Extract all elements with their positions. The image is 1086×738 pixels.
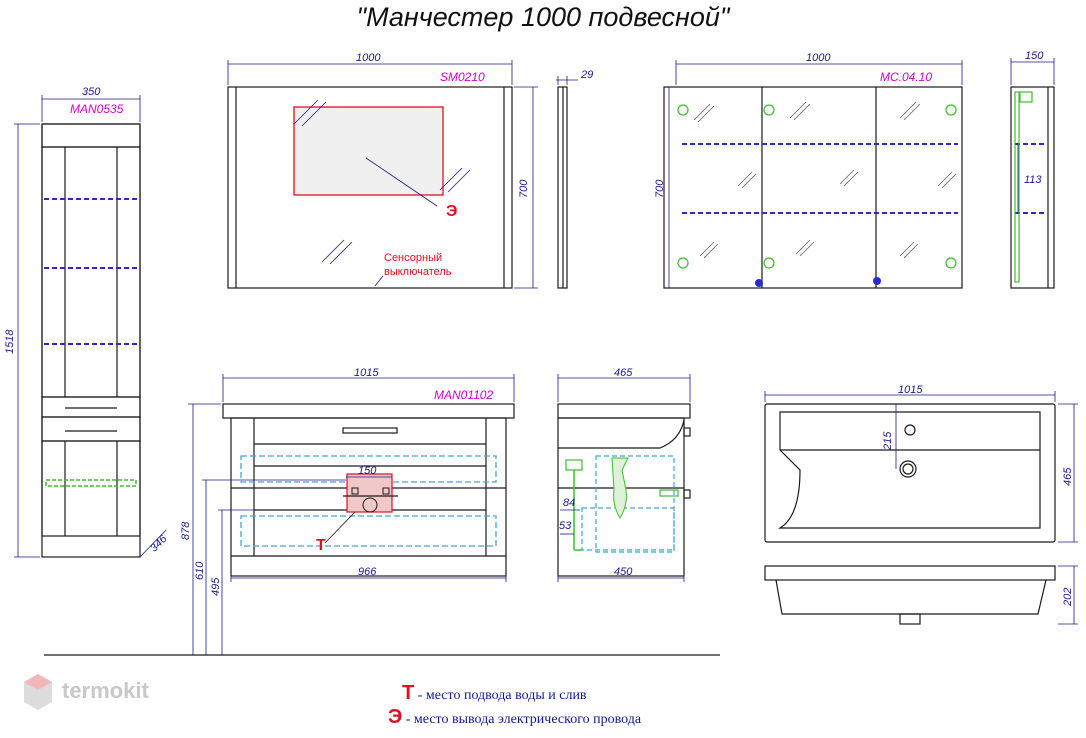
mirror-glare-lines — [293, 99, 471, 287]
mirror-drawing — [227, 86, 568, 289]
pencil-cabinet-drawing — [41, 123, 141, 558]
pencil-shelf-green — [45, 479, 137, 487]
dim-vanity-150: 150 — [358, 465, 377, 477]
cabinet-knobs — [755, 277, 881, 287]
cabinet-shelves — [682, 143, 1046, 214]
mirror-cabinet-drawing — [663, 86, 1055, 289]
basin-side-dimension-lines — [1058, 565, 1078, 625]
sensor-switch-note: Сенсорный выключатель — [384, 252, 452, 278]
vanity-dimension-lines — [188, 374, 515, 655]
cabinet-dimension-lines — [668, 58, 1055, 288]
watermark-logo-icon — [24, 674, 52, 710]
dim-basin-depth: 465 — [1062, 467, 1074, 486]
water-mark: Т — [316, 537, 326, 554]
dim-mirror-width: 1000 — [356, 52, 381, 64]
pencil-dimension-lines — [14, 95, 167, 558]
dim-basin-215: 215 — [882, 431, 894, 450]
cabinet-hinges — [677, 91, 1033, 283]
mirror-heated-zone — [293, 106, 444, 196]
legend-electric-text: - место вывода электрического провода — [402, 712, 642, 727]
dim-side-body: 450 — [614, 566, 633, 578]
dim-mirror-depth: 29 — [581, 69, 594, 81]
pencil-shelves — [44, 198, 138, 345]
code-cabinet: MC.04.10 — [880, 70, 933, 84]
dim-vanity-610: 610 — [194, 561, 206, 580]
basin-top-dimension-lines — [764, 391, 1078, 543]
dim-side-84: 84 — [563, 497, 576, 509]
code-mirror: SM0210 — [440, 70, 485, 84]
cabinet-glare-lines — [693, 101, 957, 259]
dim-vanity-878: 878 — [180, 521, 192, 540]
legend-electric: Э - место вывода электрического провода — [388, 706, 641, 729]
dim-cabinet-height: 700 — [654, 179, 666, 198]
drawing-title: "Манчестер 1000 подвесной" — [356, 2, 730, 32]
code-vanity: MAN01102 — [434, 388, 494, 402]
dim-side-depth: 465 — [614, 367, 633, 379]
dim-vanity-width: 1015 — [354, 367, 379, 379]
dim-cabinet-shelf: 113 — [1024, 174, 1042, 186]
side-siphon — [565, 455, 679, 553]
vanity-siphon-zone — [324, 473, 398, 544]
basin-top-drawing — [764, 403, 1056, 543]
legend-water-symbol: Т — [402, 682, 415, 704]
dim-cabinet-depth: 150 — [1025, 50, 1044, 62]
electric-mark: Э — [446, 203, 458, 220]
dim-basin-height: 202 — [1062, 587, 1074, 606]
basin-side-drawing — [764, 565, 1056, 625]
watermark: termokit — [56, 678, 149, 704]
side-dimension-lines — [557, 374, 691, 582]
dim-pencil-width: 350 — [82, 86, 101, 98]
dim-basin-width: 1015 — [898, 384, 923, 396]
dim-vanity-495: 495 — [210, 577, 222, 596]
dim-pencil-height: 1518 — [4, 329, 16, 354]
dim-vanity-body: 966 — [358, 566, 377, 578]
dim-cabinet-width: 1000 — [806, 52, 831, 64]
legend-water: Т - место подвода воды и слив — [402, 682, 587, 705]
legend-electric-symbol: Э — [388, 706, 403, 728]
dim-side-53: 53 — [559, 520, 572, 532]
legend-water-text: - место подвода воды и слив — [414, 688, 587, 703]
vanity-front-drawing — [222, 403, 515, 577]
code-pencil: MAN0535 — [70, 102, 124, 116]
mirror-dimension-lines — [227, 60, 578, 289]
dim-mirror-height: 700 — [518, 179, 530, 198]
watermark-text: termokit — [62, 678, 149, 703]
